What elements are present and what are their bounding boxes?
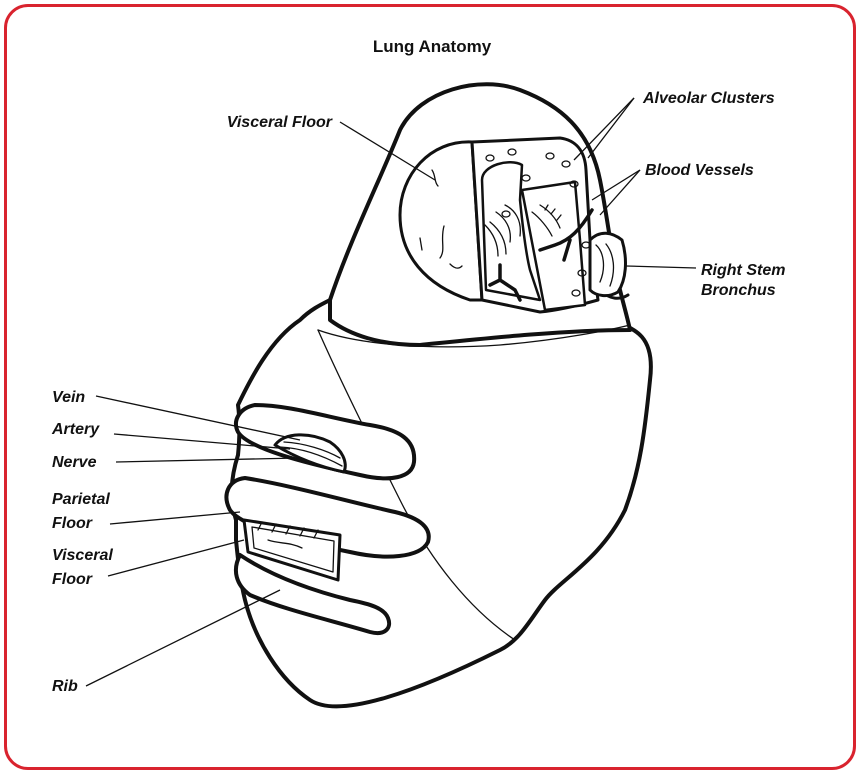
label-alveolar-clusters: Alveolar Clusters (642, 90, 775, 107)
label-nerve: Nerve (52, 454, 97, 471)
label-parietal-floor-1: Parietal (52, 491, 110, 508)
label-vein: Vein (52, 389, 85, 406)
label-visceral-floor-top: Visceral Floor (227, 114, 333, 131)
right-stem-bronchus-tube (590, 233, 625, 295)
diagram-title: Lung Anatomy (373, 37, 492, 56)
label-rib: Rib (52, 678, 78, 695)
label-right-stem-bronchus-1: Right Stem (701, 262, 785, 279)
label-right-stem-bronchus-2: Bronchus (701, 282, 776, 299)
label-visceral-floor-lower-2: Floor (52, 571, 93, 588)
label-blood-vessels: Blood Vessels (645, 162, 754, 179)
label-visceral-floor-lower-1: Visceral (52, 547, 113, 564)
label-parietal-floor-2: Floor (52, 515, 93, 532)
label-artery: Artery (51, 421, 100, 438)
